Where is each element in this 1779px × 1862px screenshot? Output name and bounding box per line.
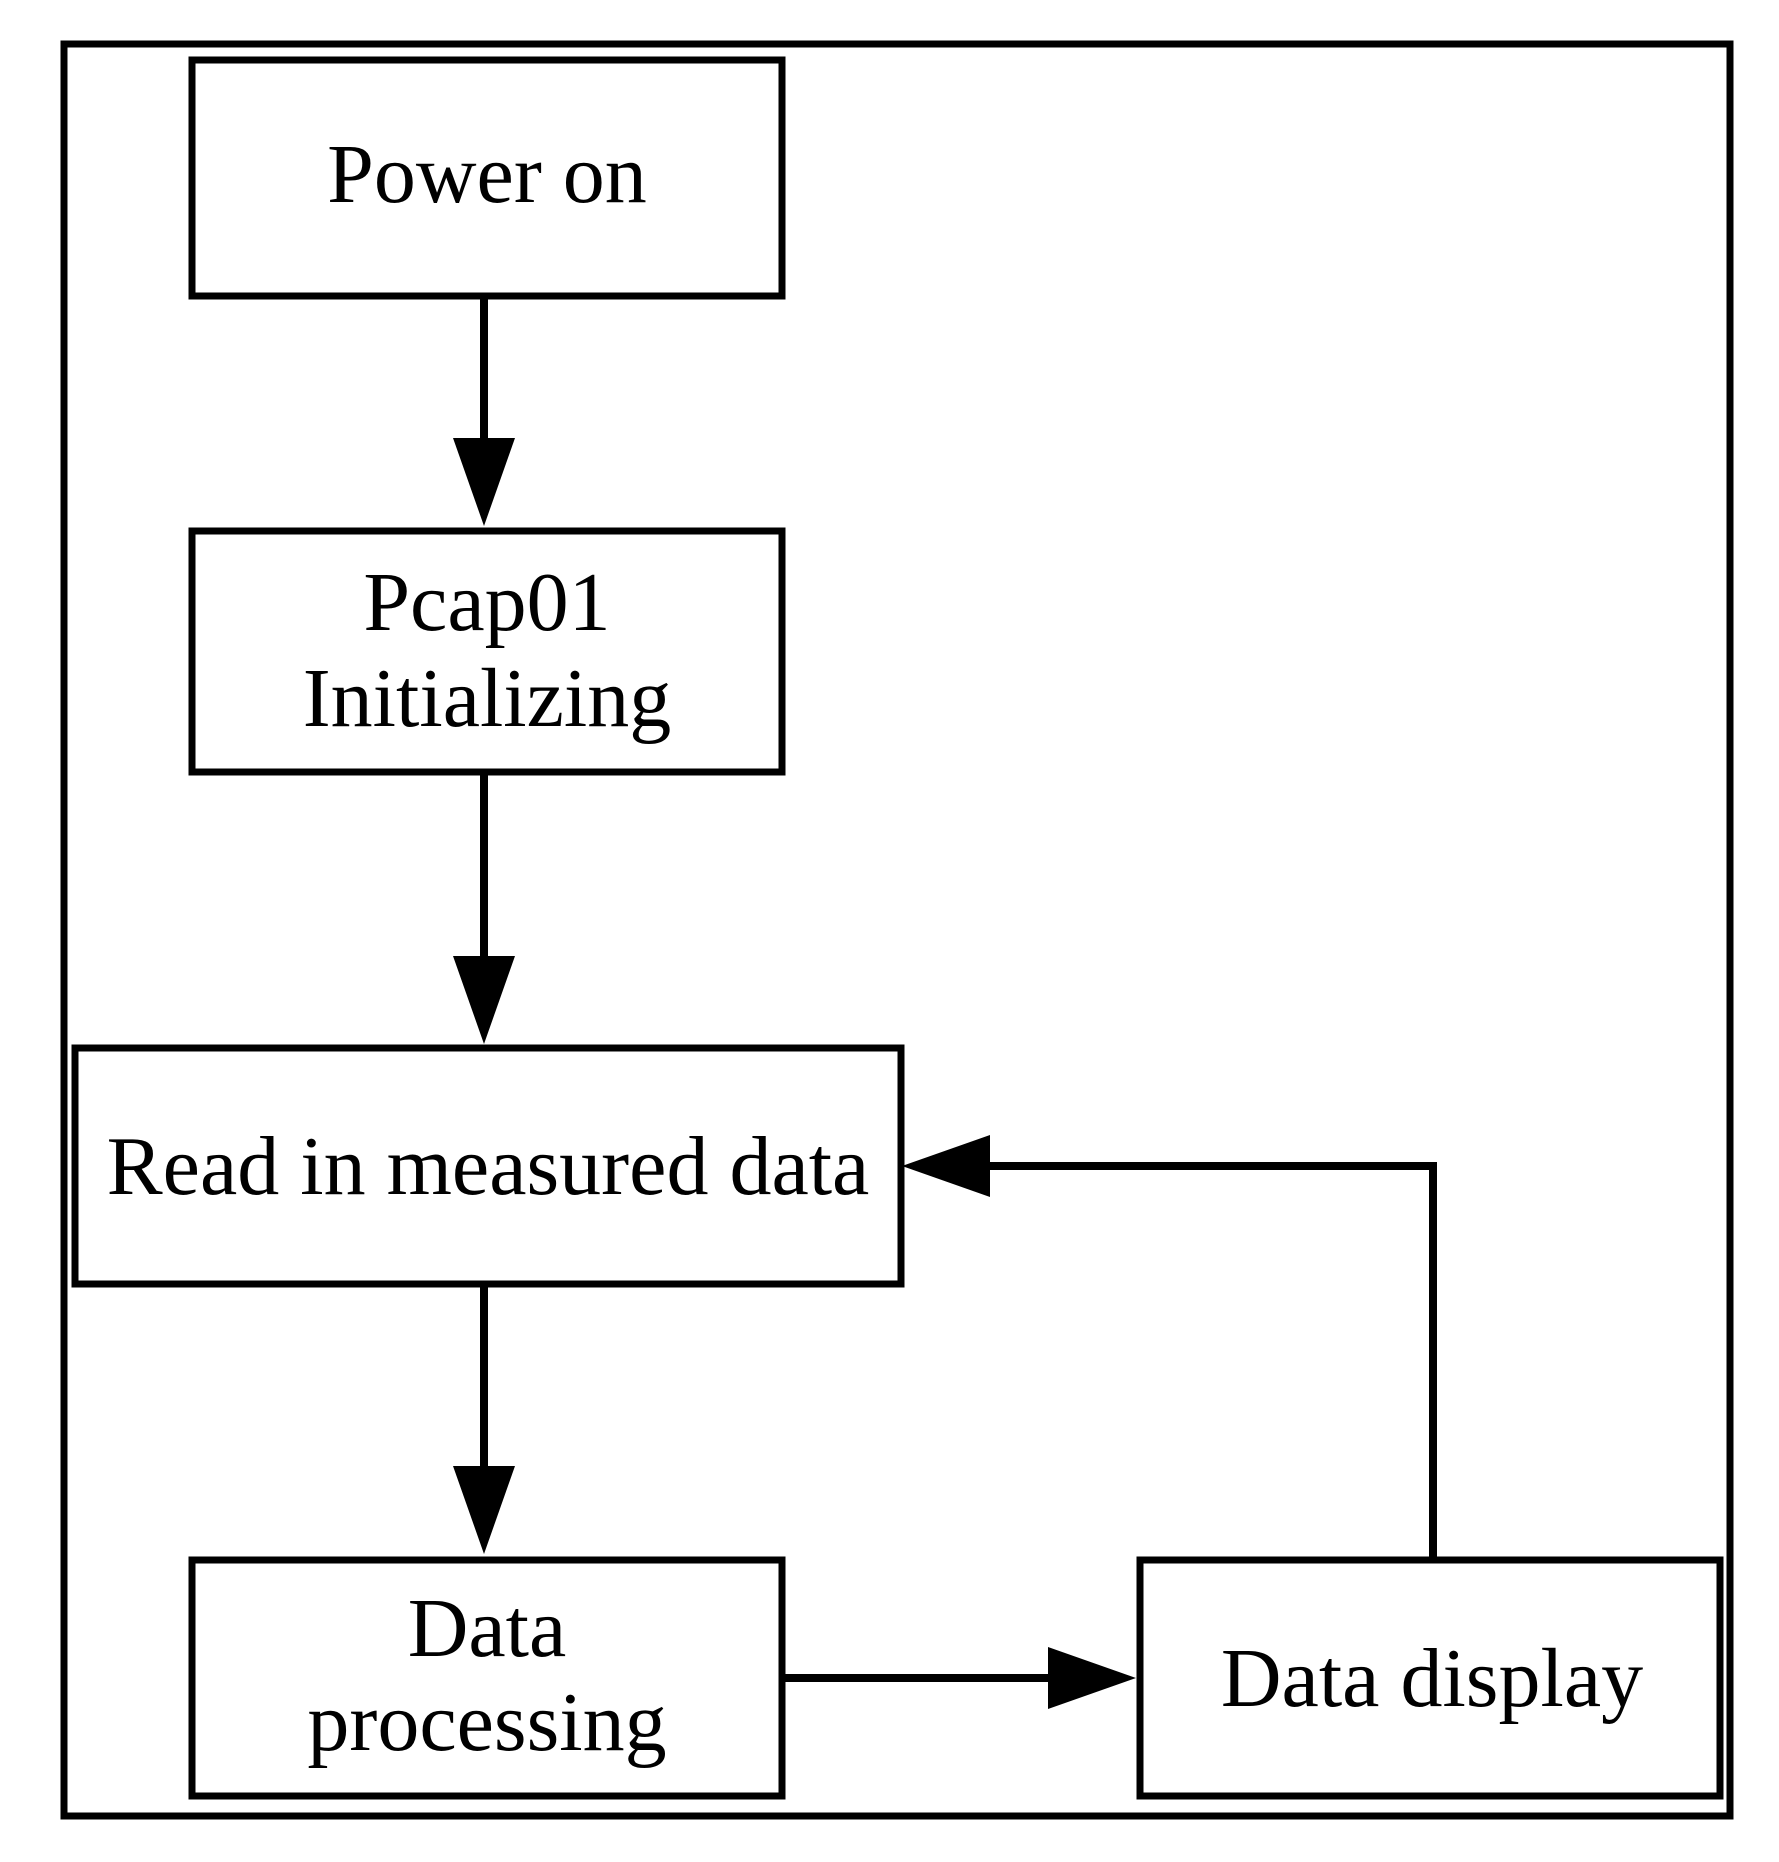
node-pcap-initializing-label-line1: Pcap01 [363, 556, 610, 649]
node-pcap-initializing: Pcap01 Initializing [188, 527, 786, 776]
node-data-display-label: Data display [1221, 1632, 1643, 1725]
node-data-processing-label-line1: Data [408, 1582, 567, 1675]
node-power-on-label: Power on [327, 128, 647, 221]
edge-read-to-processing [453, 1284, 515, 1554]
edge-display-to-read [902, 1135, 1437, 1560]
edge-processing-to-display [782, 1647, 1136, 1709]
node-pcap-initializing-label-line2: Initializing [303, 652, 672, 745]
node-data-display: Data display [1136, 1556, 1724, 1800]
node-power-on: Power on [188, 56, 786, 300]
node-data-processing: Data processing [188, 1556, 786, 1800]
node-read-measured-data-label: Read in measured data [107, 1120, 870, 1213]
node-read-measured-data: Read in measured data [71, 1044, 905, 1288]
edge-power-on-to-init [453, 296, 515, 526]
edge-init-to-read [453, 772, 515, 1044]
node-data-processing-label-line2: processing [307, 1676, 666, 1769]
outer-frame [60, 40, 1734, 1820]
